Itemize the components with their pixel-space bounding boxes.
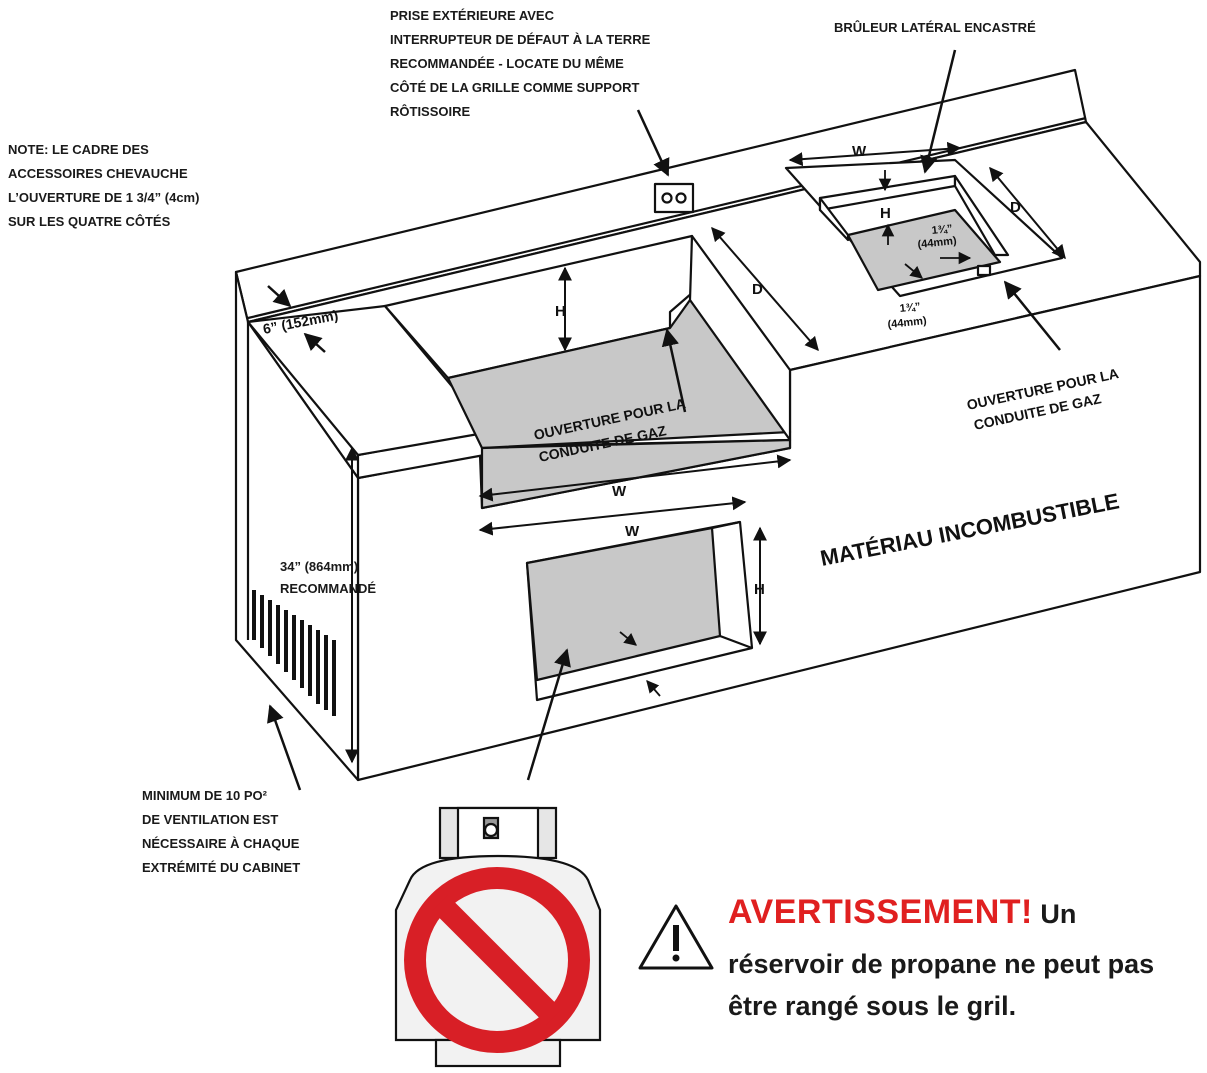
- warning-line2: réservoir de propane ne peut pas: [728, 949, 1155, 979]
- frame-overlap-note: NOTE: LE CADRE DES ACCESSOIRES CHEVAUCHE…: [8, 142, 200, 229]
- dim-h-burner: H: [880, 205, 891, 222]
- warning-line3: être rangé sous le gril.: [728, 991, 1017, 1021]
- gfci-outlet: [653, 182, 695, 214]
- dim-w-door: W: [625, 523, 640, 540]
- dim-w-burner: W: [852, 143, 867, 160]
- overlap-top-2: (44mm): [917, 235, 957, 251]
- dim-h-door: H: [754, 581, 765, 598]
- dim-d-burner: D: [1010, 199, 1021, 216]
- outlet-note: PRISE EXTÉRIEURE AVEC INTERRUPTEUR DE DÉ…: [390, 8, 651, 119]
- ventilation-note: MINIMUM DE 10 PO² DE VENTILATION EST NÉC…: [142, 788, 301, 875]
- overlap-bottom-2: (44mm): [887, 315, 927, 331]
- warning-triangle-icon: [638, 904, 714, 970]
- dim-h-grill: H: [555, 303, 566, 320]
- height-note: 34” (864mm) RECOMMANDÉ: [280, 559, 377, 596]
- overlap-bottom-1: 1¾”: [899, 301, 921, 315]
- overlap-top-1: 1¾”: [931, 223, 953, 237]
- dimension-letters: H W W H D W H D: [555, 143, 1021, 598]
- warning-title: AVERTISSEMENT!: [728, 893, 1033, 931]
- dim-w-grill: W: [612, 483, 627, 500]
- prohibition-icon: [404, 867, 590, 1053]
- side-burner-label: BRÛLEUR LATÉRAL ENCASTRÉ: [834, 20, 1036, 35]
- vent-louvers: [252, 590, 336, 716]
- warning-line1-tail: Un: [1040, 899, 1077, 929]
- dim-d-grill: D: [752, 281, 763, 298]
